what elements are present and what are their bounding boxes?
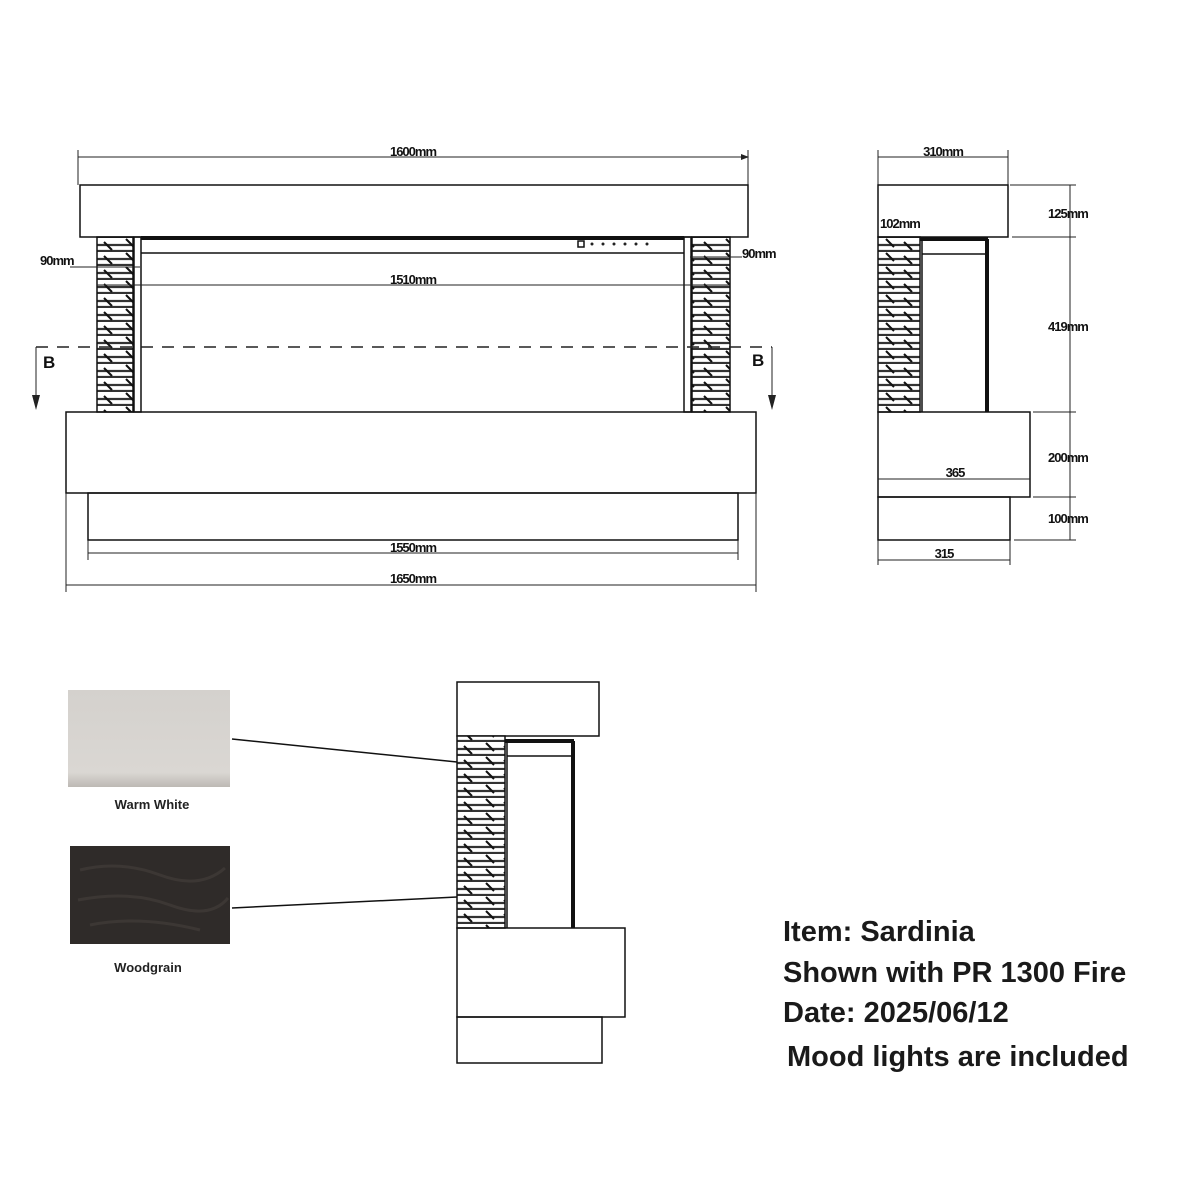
dim-base-height: 200mm	[1048, 450, 1088, 465]
dim-depth-top: 310mm	[923, 144, 963, 159]
info-shown-with: Shown with PR 1300 Fire	[783, 957, 1126, 989]
dim-plinth-height: 100mm	[1048, 511, 1088, 526]
dim-base-width: 1650mm	[390, 571, 436, 586]
base-hearth	[65, 411, 757, 494]
dim-pillar-depth: 102mm	[880, 216, 920, 231]
dim-pillar-right: 90mm	[742, 246, 776, 261]
control-panel-icon	[577, 240, 585, 248]
info-date: Date: 2025/06/12	[783, 997, 1009, 1029]
side-pillar	[877, 236, 921, 413]
section-mark-left: B	[43, 353, 55, 372]
leader-line	[231, 738, 458, 763]
section-view	[456, 681, 626, 1064]
dim-opening-width: 1510mm	[390, 272, 436, 287]
left-pillar	[96, 236, 134, 413]
front-view: 1600mm 1510mm 90mm 90mm B B 1550mm 1650m…	[32, 144, 777, 592]
dim-mantel-height: 125mm	[1048, 206, 1088, 221]
finish-swatches: Warm White Woodgrain	[68, 690, 458, 975]
info-item: Item: Sardinia	[783, 916, 976, 948]
leader-line	[231, 896, 458, 909]
arrow-down-icon	[768, 395, 776, 410]
dim-base-depth: 365	[946, 465, 965, 480]
product-info: Item: Sardinia Shown with PR 1300 Fire D…	[783, 916, 1129, 1073]
dim-opening-height: 419mm	[1048, 319, 1088, 334]
info-note: Mood lights are included	[787, 1041, 1129, 1073]
dim-width-top: 1600mm	[390, 144, 436, 159]
dim-plinth-depth: 315	[935, 546, 954, 561]
plinth	[87, 492, 739, 541]
dim-pillar-left: 90mm	[40, 253, 74, 268]
swatch-warm-white	[68, 690, 230, 787]
mantel-shelf	[79, 184, 749, 238]
swatch-woodgrain	[70, 846, 230, 944]
side-view: 310mm 102mm 365 315 125mm 419mm 200mm 10…	[877, 144, 1089, 565]
section-mark-right: B	[752, 351, 764, 370]
swatch-label-warm-white: Warm White	[115, 797, 190, 812]
swatch-label-woodgrain: Woodgrain	[114, 960, 182, 975]
section-pillar	[456, 735, 506, 929]
indicator-dots	[590, 242, 649, 246]
dim-plinth-width: 1550mm	[390, 540, 436, 555]
arrow-down-icon	[32, 395, 40, 410]
right-pillar	[691, 236, 731, 413]
